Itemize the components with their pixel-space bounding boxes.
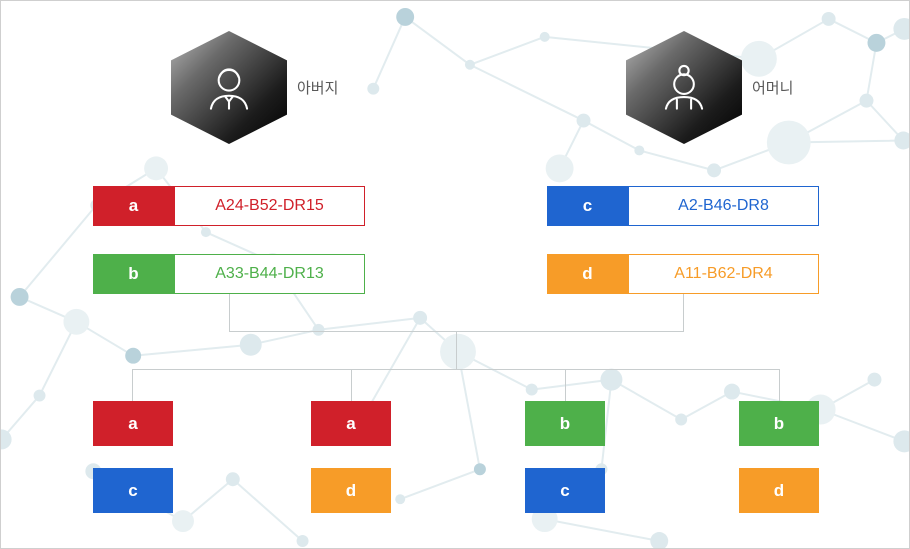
father-label: 아버지 [297,80,339,97]
connector-child-2-drop [351,369,352,401]
connector-child-1-drop [132,369,133,401]
mother-label: 어머니 [752,80,794,97]
child-3-maternal-chip: c [525,468,605,513]
mother-allele-c-chip: c [547,186,628,226]
child-3-paternal-chip: b [525,401,605,446]
child-2-paternal-chip: a [311,401,391,446]
connector-child-4-drop [779,369,780,401]
connector-children-bar [132,369,780,370]
mother-haplotype-c-box: A2-B46-DR8 [628,186,819,226]
connector-center-drop [456,331,457,369]
father-icon [209,67,249,110]
father-haplotype-b-box: A33-B44-DR13 [174,254,365,294]
mother-haplotype-d-box: A11-B62-DR4 [628,254,819,294]
father-allele-a-chip: a [93,186,174,226]
child-4-paternal-chip: b [739,401,819,446]
child-2-maternal-chip: d [311,468,391,513]
father-allele-b-chip: b [93,254,174,294]
connector-child-3-drop [565,369,566,401]
mother-allele-d-chip: d [547,254,628,294]
child-4-maternal-chip: d [739,468,819,513]
child-1-paternal-chip: a [93,401,173,446]
mother-icon [664,64,704,110]
child-1-maternal-chip: c [93,468,173,513]
connector-mother-drop [683,294,684,331]
connector-father-drop [229,294,230,331]
father-haplotype-a-box: A24-B52-DR15 [174,186,365,226]
